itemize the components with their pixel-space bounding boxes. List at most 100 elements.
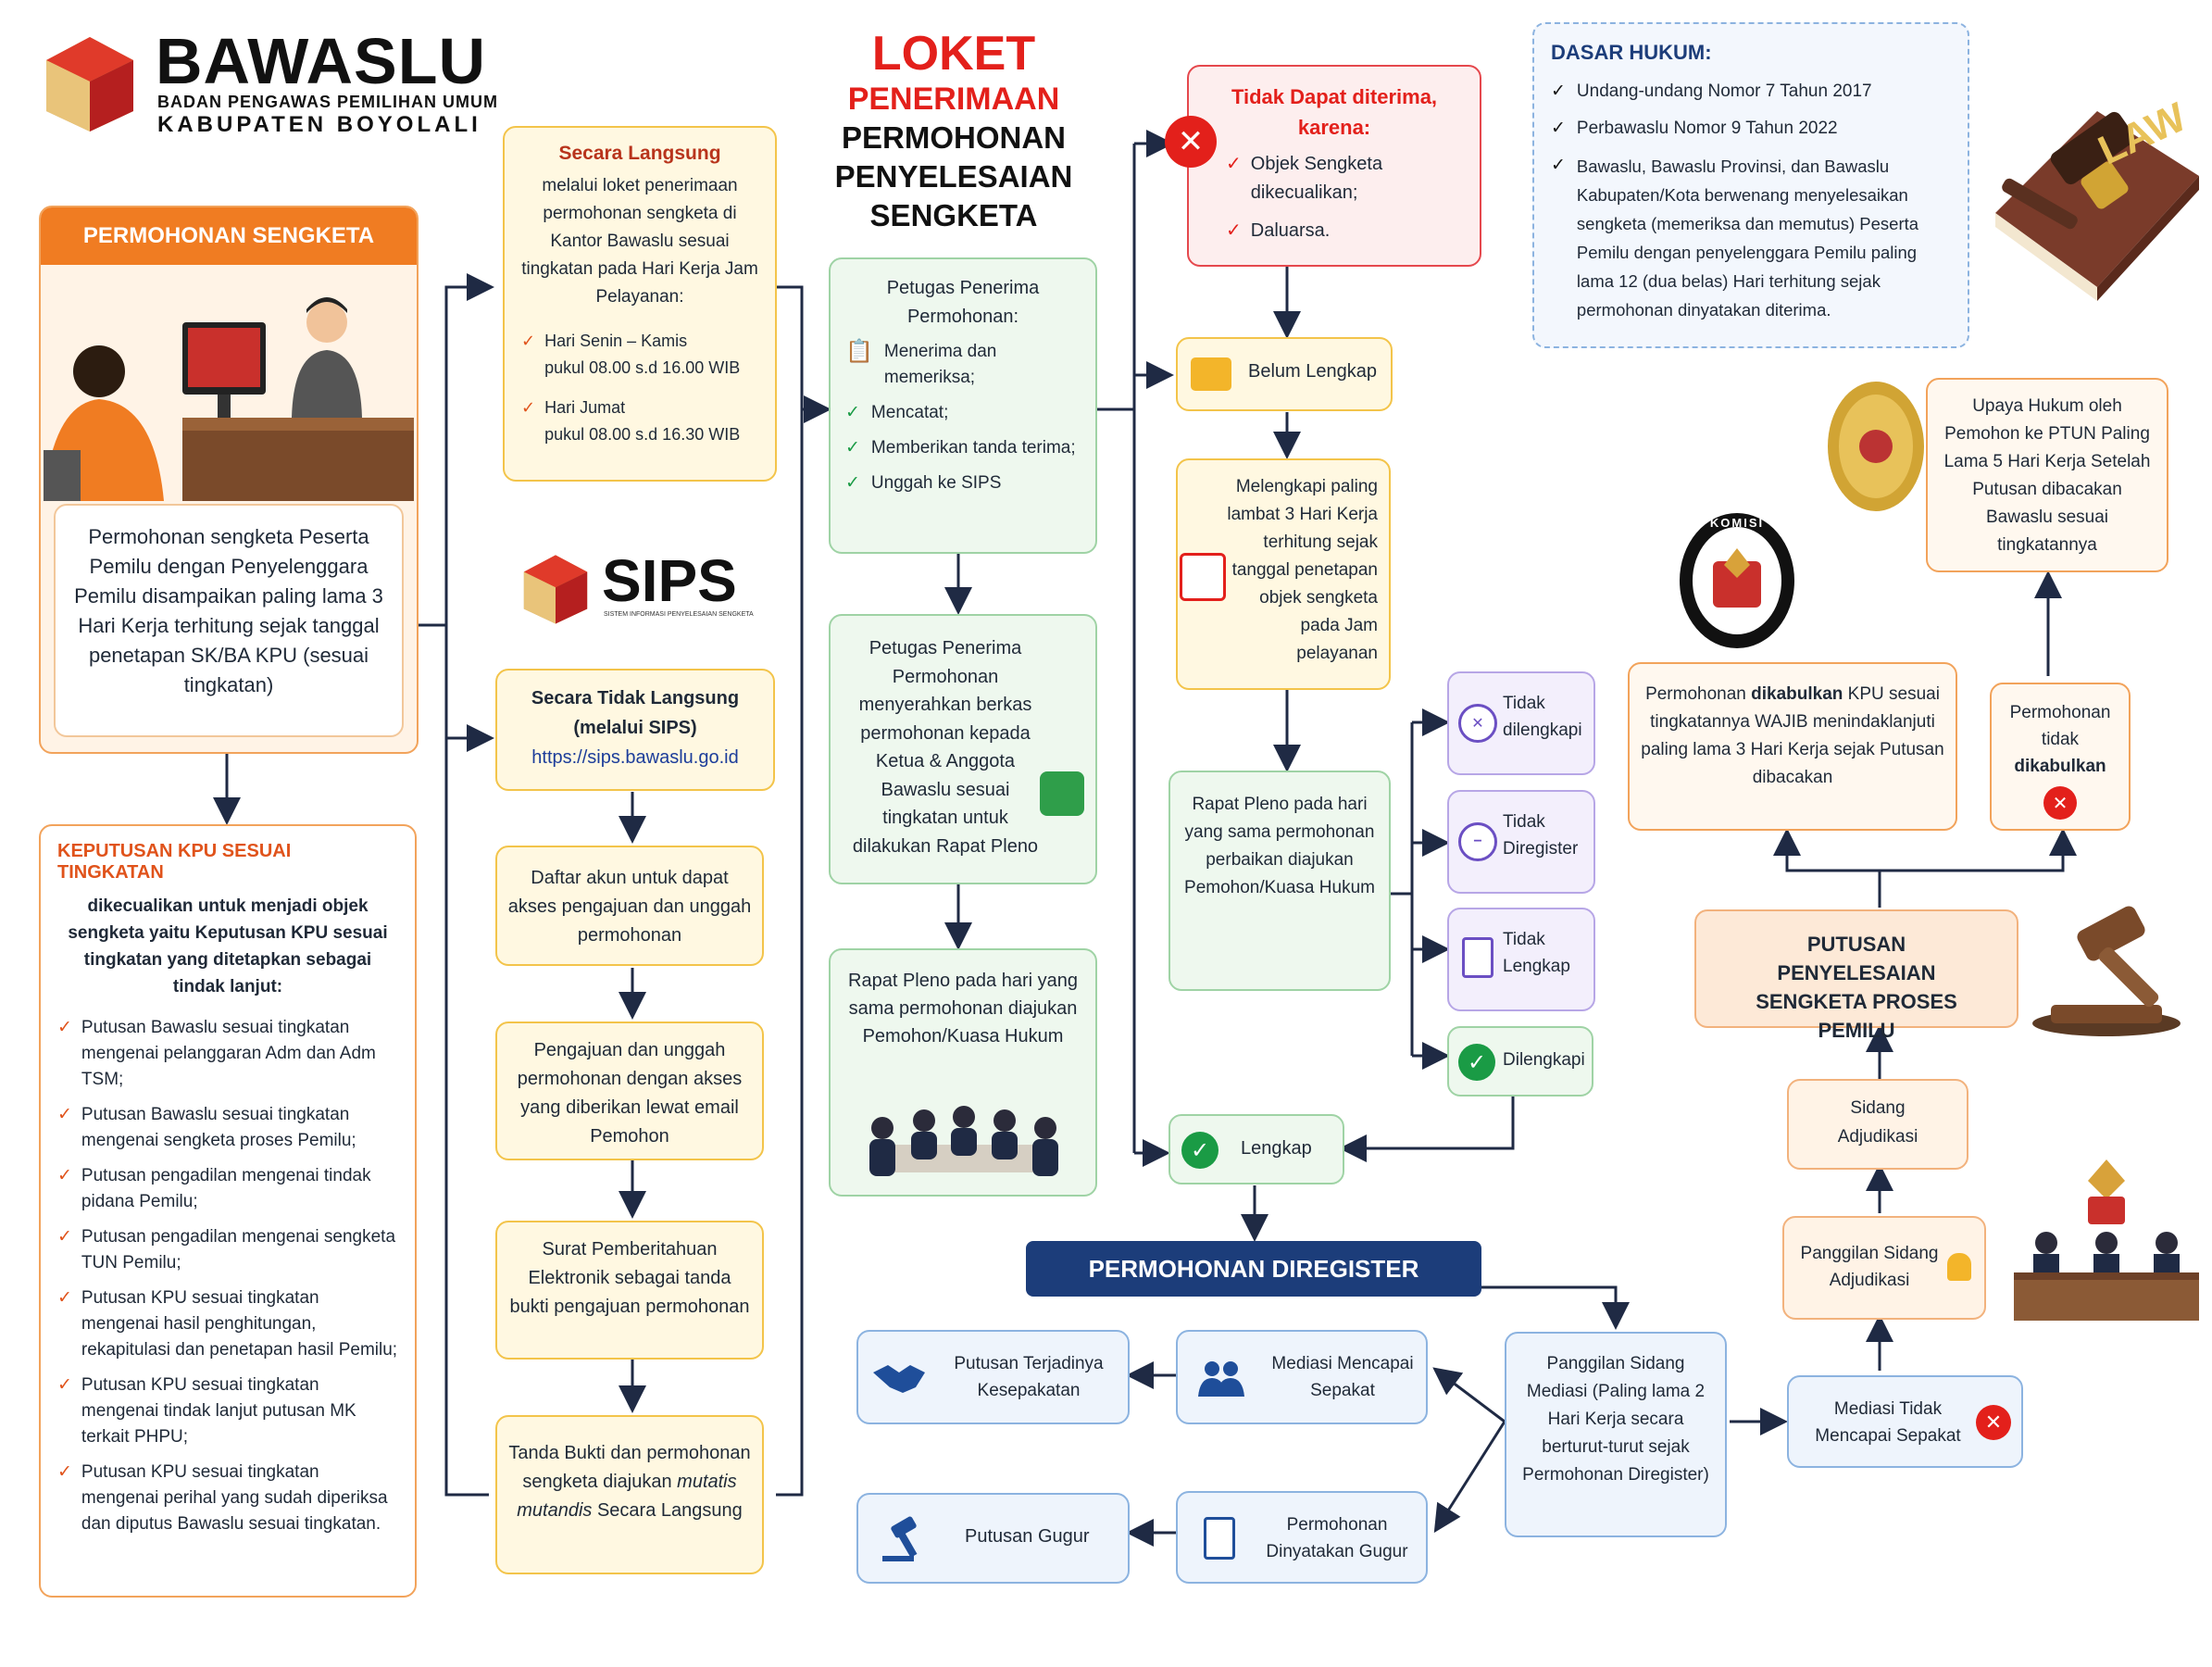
status-label: Dilengkapi [1503, 1050, 1585, 1070]
sips-logo: SIPS SISTEM INFORMASI PENYELESAIAN SENGK… [519, 546, 759, 630]
keputusan-item: ✓Putusan pengadilan mengenai tindak pida… [57, 1163, 398, 1215]
sips-final: Tanda Bukti dan permohonan sengketa diaj… [495, 1415, 764, 1574]
minus-circle-icon: − [1458, 822, 1497, 861]
check-icon: ✓ [1226, 220, 1242, 241]
brand-subtitle-1: BADAN PENGAWAS PEMILIHAN UMUM [157, 93, 499, 111]
permohonan-header: PERMOHONAN SENGKETA [41, 207, 417, 265]
keputusan-item: ✓Putusan KPU sesuai tingkatan mengenai p… [57, 1460, 398, 1537]
keputusan-panel: KEPUTUSAN KPU SESUAI TINGKATAN dikecuali… [39, 824, 417, 1598]
sips-logo-sub: SISTEM INFORMASI PENYELESAIAN SENGKETA [604, 611, 754, 618]
check-icon: ✓ [57, 1462, 72, 1482]
check-icon: ✓ [521, 398, 536, 417]
dasar-hukum-item: ✓Bawaslu, Bawaslu Provinsi, dan Bawaslu … [1551, 152, 1951, 324]
rapat-pleno-box: Rapat Pleno pada hari yang sama permohon… [829, 948, 1097, 1197]
check-circle-icon: ✓ [1181, 1132, 1218, 1169]
tidak-diterima-item: ✓Daluarsa. [1226, 217, 1461, 245]
sidang-adjudikasi-box: Sidang Adjudikasi [1787, 1079, 1968, 1170]
status-tidak-diregister: − Tidak Diregister [1447, 790, 1595, 894]
langsung-box: Secara Langsung melalui loket penerimaan… [503, 126, 777, 482]
langsung-body: melalui loket penerimaan permohonan seng… [521, 176, 758, 307]
sips-step-3: Surat Pemberitahuan Elektronik sebagai t… [495, 1221, 764, 1360]
ptun-emblem [1824, 378, 1926, 515]
desk-illustration [41, 265, 417, 501]
status-label: Tidak Diregister [1503, 812, 1579, 859]
check-icon: ✓ [845, 438, 860, 457]
court-illustration [2014, 1158, 2199, 1324]
keputusan-title: KEPUTUSAN KPU SESUAI TINGKATAN [57, 841, 292, 883]
kpu-emblem: KOMISI [1678, 511, 1796, 650]
title-line-1: LOKET [871, 27, 1036, 81]
handshake-icon [871, 1360, 927, 1397]
check-icon: ✓ [1551, 119, 1566, 138]
folder-icon [1191, 357, 1231, 391]
petugas-item: ✓Memberikan tanda terima; [845, 435, 1081, 461]
petugas-item: ✓Unggah ke SIPS [845, 470, 1081, 496]
close-circle-icon: ✕ [2043, 786, 2077, 820]
check-icon: ✓ [57, 1105, 72, 1124]
petugas-list: 📋Menerima dan memeriksa; ✓Mencatat; ✓Mem… [845, 339, 1081, 496]
check-icon: ✓ [1551, 156, 1566, 175]
check-circle-icon: ✓ [1458, 1044, 1495, 1081]
mediasi-sepakat: Mediasi Mencapai Sepakat [1271, 1354, 1414, 1400]
sips-step-1: Daftar akun untuk dapat akses pengajuan … [495, 846, 764, 966]
status-tidak-lengkap: Tidak Lengkap [1447, 908, 1595, 1011]
dasar-hukum-item: ✓Undang-undang Nomor 7 Tahun 2017 [1551, 78, 1951, 106]
brand-subtitle-2: KABUPATEN BOYOLALI [157, 112, 481, 137]
check-icon: ✓ [57, 1166, 72, 1185]
bawaslu-logo [39, 28, 141, 137]
dasar-hukum-item: ✓Perbawaslu Nomor 9 Tahun 2022 [1551, 115, 1951, 143]
belum-lengkap-label: Belum Lengkap [1248, 361, 1377, 382]
main-title: LOKET PENERIMAAN PERMOHONAN PENYELESAIAN… [815, 28, 1093, 235]
putusan-kesepakatan: Putusan Terjadinya Kesepakatan [954, 1354, 1104, 1400]
mediasi-tidak: Mediasi Tidak Mencapai Sepakat [1815, 1399, 1961, 1446]
close-circle-icon: ✕ [1976, 1405, 2011, 1440]
langsung-title: Secara Langsung [558, 143, 721, 164]
gavel-icon [879, 1515, 934, 1563]
permohonan-body: Permohonan sengketa Peserta Pemilu denga… [74, 525, 383, 696]
keputusan-item: ✓Putusan KPU sesuai tingkatan mengenai t… [57, 1372, 398, 1450]
sips-link[interactable]: https://sips.bawaslu.go.id [531, 747, 739, 768]
title-line-5: SENGKETA [869, 198, 1038, 232]
kpu-emblem-label: KOMISI [1709, 516, 1765, 530]
putusan-gugur: Putusan Gugur [965, 1526, 1090, 1547]
petugas-item: ✓Mencatat; [845, 400, 1081, 426]
check-icon: ✓ [57, 1288, 72, 1308]
folder-icon [1040, 771, 1084, 816]
petugas-serah-box: Petugas Penerima Permohonan menyerahkan … [829, 614, 1097, 884]
lengkap-box: ✓ Lengkap [1168, 1114, 1344, 1184]
tidak-diterima-item: ✓Objek Sengketa dikecualikan; [1226, 150, 1461, 207]
upaya-hukum: Upaya Hukum oleh Pemohon ke PTUN Paling … [1943, 396, 2151, 555]
dinyatakan-gugur-box: Permohonan Dinyatakan Gugur [1176, 1491, 1428, 1584]
dikabulkan-box: Permohonan dikabulkan KPU sesuai tingkat… [1628, 662, 1957, 831]
check-icon: ✓ [1551, 81, 1566, 101]
rapat-perbaikan-box: Rapat Pleno pada hari yang sama permohon… [1168, 771, 1391, 991]
clipboard-icon: 📋 [845, 339, 873, 364]
check-icon: ✓ [57, 1375, 72, 1395]
document-x-icon [1462, 937, 1493, 978]
tidak-diterima-box: Tidak Dapat diterima, karena: ✓Objek Sen… [1187, 65, 1481, 267]
tidak-diterima-list: ✓Objek Sengketa dikecualikan; ✓Daluarsa. [1207, 150, 1461, 245]
calendar-icon [1180, 553, 1226, 601]
brand-name: BAWASLU [156, 25, 486, 97]
keputusan-item: ✓Putusan Bawaslu sesuai tingkatan mengen… [57, 1102, 398, 1154]
status-dilengkapi: ✓ Dilengkapi [1447, 1026, 1593, 1097]
petugas-serah: Petugas Penerima Permohonan menyerahkan … [852, 638, 1039, 857]
lengkap-label: Lengkap [1241, 1138, 1312, 1159]
petugas-title: Petugas Penerima Permohonan: [886, 278, 1040, 327]
putusan-penyelesaian-box: PUTUSAN PENYELESAIAN SENGKETA PROSES PEM… [1694, 909, 2018, 1042]
keputusan-intro: dikecualikan untuk menjadi objek sengket… [68, 896, 388, 996]
panggilan-adjudikasi: Panggilan Sidang Adjudikasi [1800, 1244, 1939, 1290]
keputusan-item: ✓Putusan KPU sesuai tingkatan mengenai h… [57, 1285, 398, 1363]
keputusan-item: ✓Putusan Bawaslu sesuai tingkatan mengen… [57, 1015, 398, 1093]
sidang-adjudikasi: Sidang Adjudikasi [1837, 1098, 1918, 1147]
putusan-gugur-box: Putusan Gugur [856, 1493, 1130, 1584]
sips-final-text: Tanda Bukti dan permohonan sengketa diaj… [508, 1443, 751, 1521]
check-icon: ✓ [521, 332, 536, 350]
diregister-banner: PERMOHONAN DIREGISTER [1026, 1241, 1481, 1297]
document-icon [1204, 1517, 1235, 1560]
upaya-hukum-box: Upaya Hukum oleh Pemohon ke PTUN Paling … [1926, 378, 2168, 572]
